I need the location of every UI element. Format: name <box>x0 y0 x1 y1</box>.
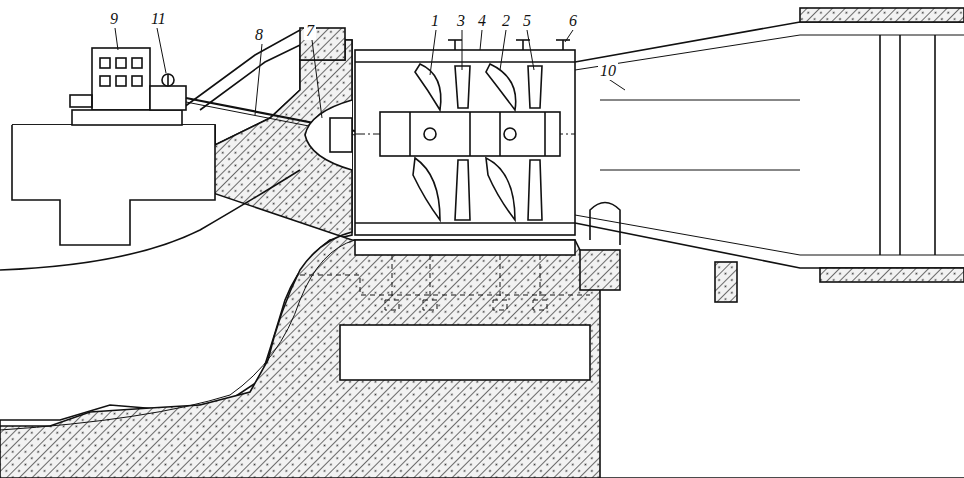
callout-number: 9 <box>108 10 120 28</box>
callout-number: 2 <box>500 12 512 30</box>
callout-number: 7 <box>304 22 316 40</box>
callout-number: 6 <box>567 12 579 30</box>
callout-number: 3 <box>455 12 467 30</box>
callout-number: 11 <box>149 10 168 28</box>
callout-number: 4 <box>476 12 488 30</box>
callout-number: 1 <box>429 12 441 30</box>
callout-number: 5 <box>521 12 533 30</box>
callout-number: 10 <box>598 62 618 80</box>
callout-number: 8 <box>253 26 265 44</box>
